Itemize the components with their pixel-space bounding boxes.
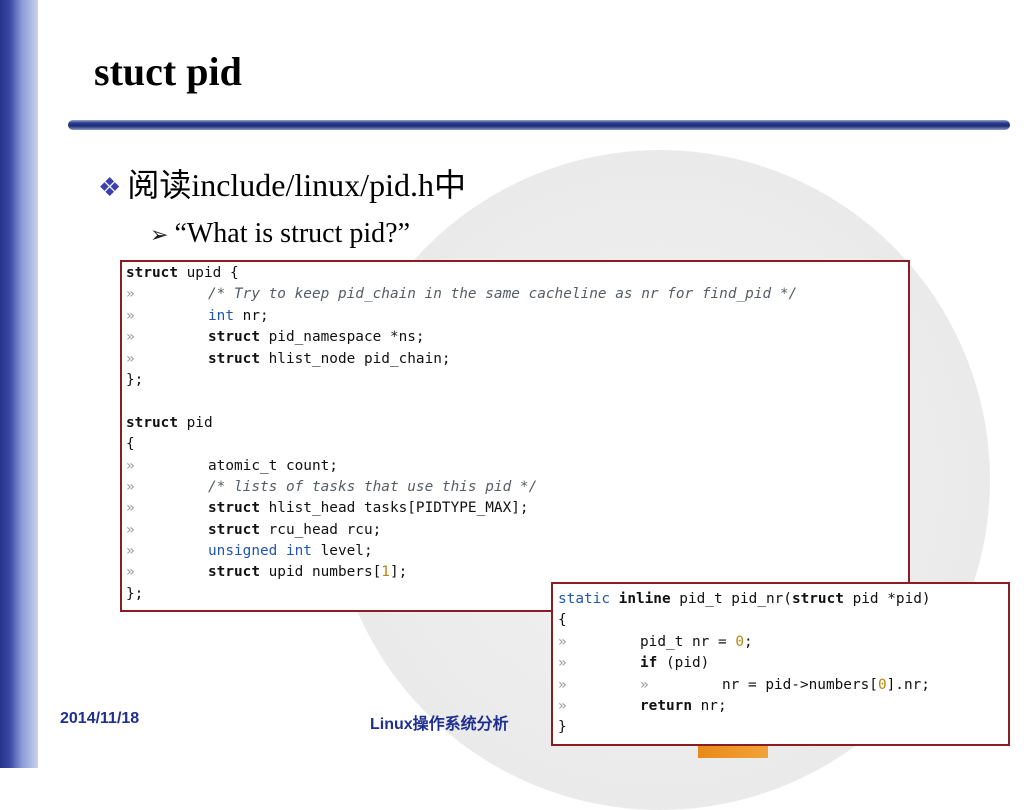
footer-course-title: Linux操作系统分析 xyxy=(370,716,509,733)
title-divider xyxy=(68,120,1010,130)
code-line: »struct upid numbers[1]; xyxy=(126,562,908,583)
tab-marker: » xyxy=(126,543,135,560)
arrow-bullet-icon: ➢ xyxy=(150,222,169,247)
code-line: »/* Try to keep pid_chain in the same ca… xyxy=(126,284,908,305)
code-line: »int nr; xyxy=(126,306,908,327)
tab-marker: » xyxy=(126,286,135,303)
tab-marker: » xyxy=(558,697,567,714)
code-line: }; xyxy=(126,371,144,388)
code-listing-2: static inline pid_t pid_nr(struct pid *p… xyxy=(558,589,1008,739)
code-line: { xyxy=(558,612,567,629)
bullet-item-1: ❖阅读include/linux/pid.h中 xyxy=(98,160,466,206)
tab-marker: » xyxy=(640,676,649,693)
code-line: struct pid xyxy=(126,414,213,431)
code-line: }; xyxy=(126,585,144,602)
diamond-bullet-icon: ❖ xyxy=(98,173,122,202)
code-line: { xyxy=(126,436,135,453)
tab-marker: » xyxy=(126,350,135,367)
tab-marker: » xyxy=(126,564,135,581)
code-line: static inline pid_t pid_nr(struct pid *p… xyxy=(558,591,931,607)
tab-marker: » xyxy=(558,633,567,650)
left-decor-bar xyxy=(0,0,38,768)
bullet-1-text: 阅读include/linux/pid.h中 xyxy=(127,167,466,203)
tab-marker: » xyxy=(126,457,135,474)
code-line: »pid_t nr = 0; xyxy=(558,632,1008,653)
code-listing-1: struct upid { »/* Try to keep pid_chain i… xyxy=(126,263,908,605)
code-line: »if (pid) xyxy=(558,653,1008,674)
tab-marker: » xyxy=(126,307,135,324)
code-line-blank xyxy=(126,391,908,412)
code-block-pid-nr: static inline pid_t pid_nr(struct pid *p… xyxy=(551,582,1010,746)
bullet-item-2: ➢“What is struct pid?” xyxy=(150,218,410,250)
code-line: »struct pid_namespace *ns; xyxy=(126,327,908,348)
tab-marker: » xyxy=(558,676,567,693)
code-line: struct upid { xyxy=(126,265,239,281)
code-block-struct-pid: struct upid { »/* Try to keep pid_chain i… xyxy=(120,260,910,612)
code-line: »struct hlist_node pid_chain; xyxy=(126,349,908,370)
code-line: »/* lists of tasks that use this pid */ xyxy=(126,477,908,498)
code-line: »struct rcu_head rcu; xyxy=(126,520,908,541)
code-line: } xyxy=(558,719,567,736)
code-line: »struct hlist_head tasks[PIDTYPE_MAX]; xyxy=(126,498,908,519)
tab-marker: » xyxy=(126,500,135,517)
tab-marker: » xyxy=(126,521,135,538)
tab-marker: » xyxy=(126,478,135,495)
code-line: »atomic_t count; xyxy=(126,456,908,477)
slide-title: stuct pid xyxy=(94,49,242,94)
code-line: »unsigned int level; xyxy=(126,541,908,562)
tab-marker: » xyxy=(558,655,567,672)
footer-date: 2014/11/18 xyxy=(60,710,140,727)
code-line: »»nr = pid->numbers[0].nr; xyxy=(558,675,1008,696)
bullet-2-text: “What is struct pid?” xyxy=(174,218,411,249)
tab-marker: » xyxy=(126,329,135,346)
code-line: »return nr; xyxy=(558,696,1008,717)
